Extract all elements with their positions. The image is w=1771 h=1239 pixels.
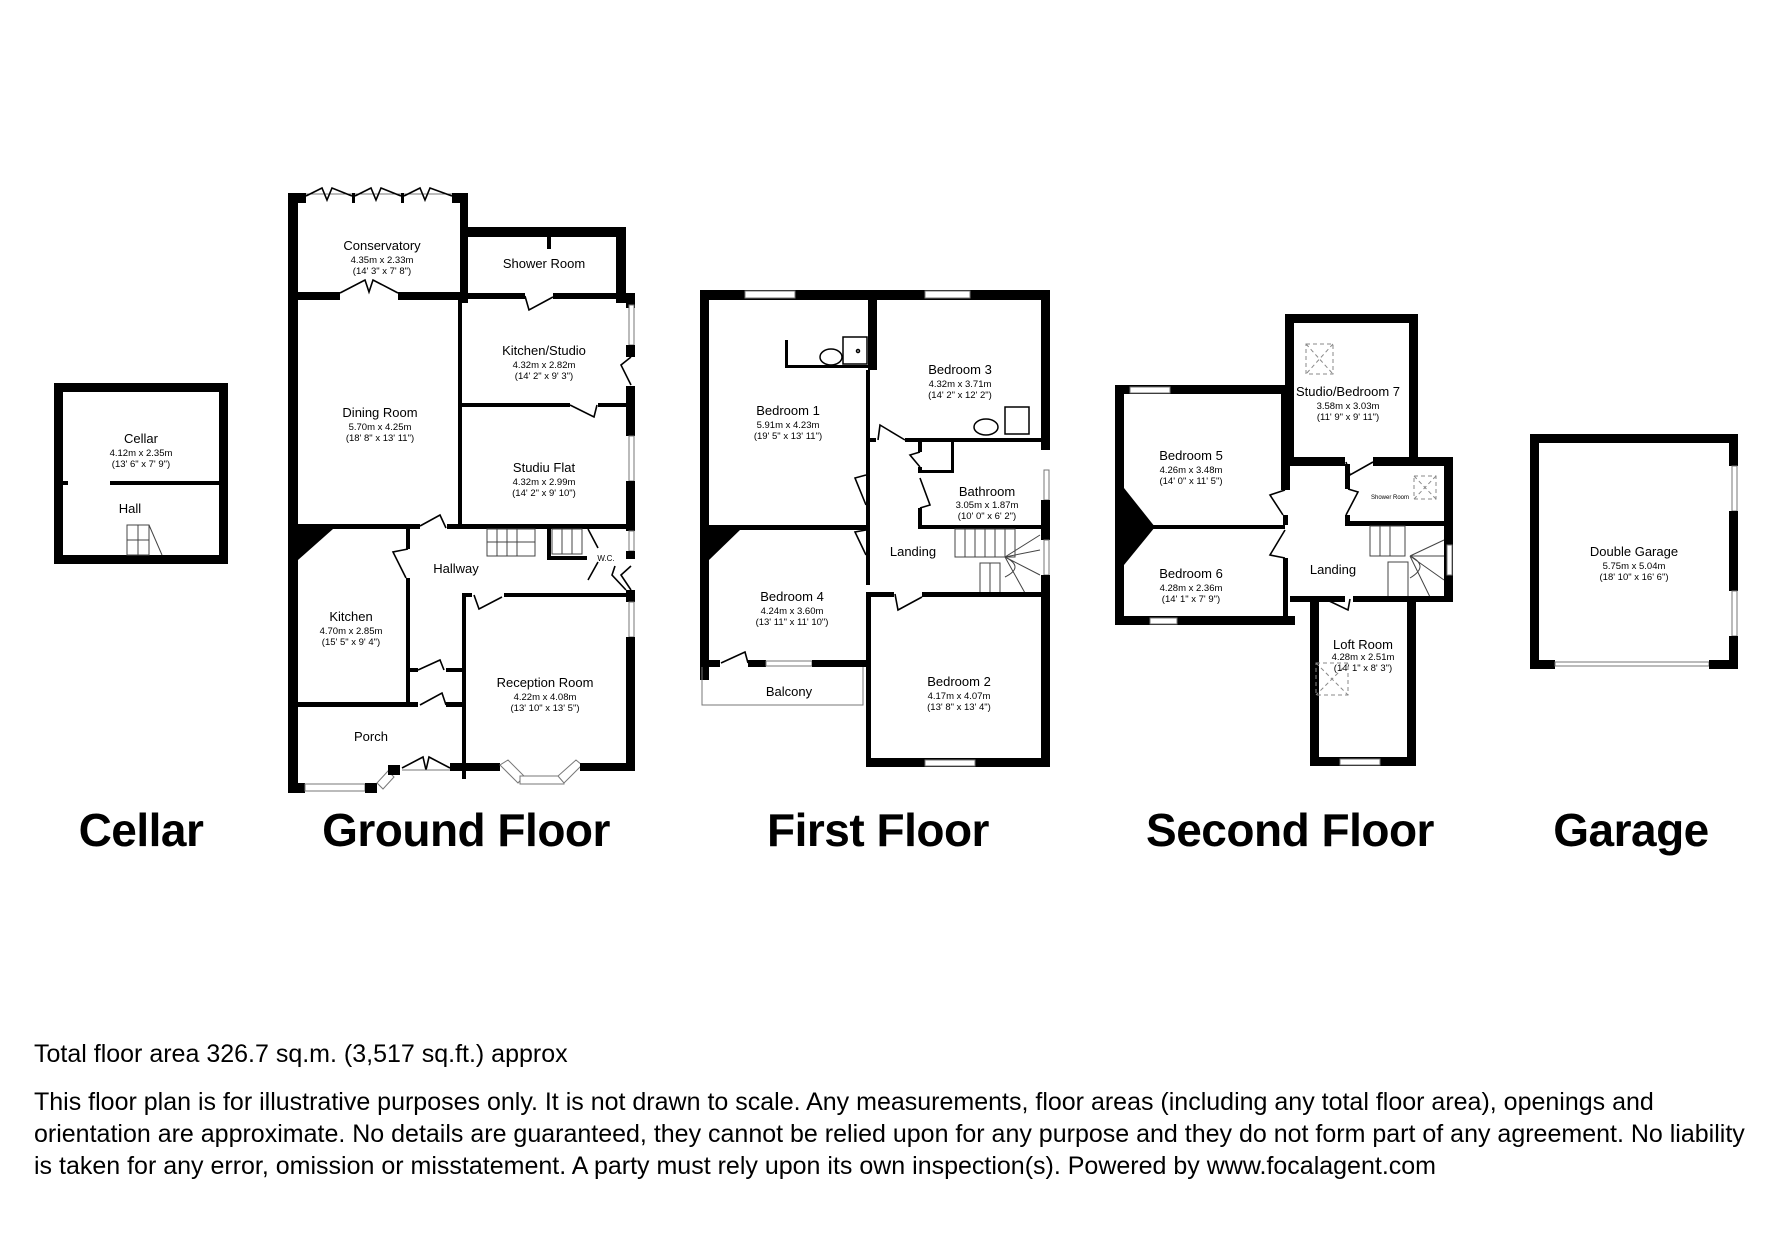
floor-title-garage: Garage xyxy=(1553,804,1709,856)
toilet-icon xyxy=(973,418,999,436)
room-kitchen-studio-metric: 4.32m x 2.82m xyxy=(513,360,576,371)
room-studio-bedroom7-imperial: (11' 9" x 9' 11") xyxy=(1317,412,1379,423)
room-bedroom4-name: Bedroom 4 xyxy=(760,589,824,604)
room-bedroom5-metric: 4.26m x 3.48m xyxy=(1160,465,1223,476)
room-porch-name: Porch xyxy=(354,729,388,744)
room-reception-room-metric: 4.22m x 4.08m xyxy=(514,692,577,703)
skylight-icon xyxy=(1305,343,1334,375)
room-bathroom-metric: 3.05m x 1.87m xyxy=(956,500,1019,511)
room-bedroom1-name: Bedroom 1 xyxy=(756,403,820,418)
stairs-icon xyxy=(486,528,583,557)
room-studiu-flat-metric: 4.32m x 2.99m xyxy=(513,477,576,488)
room-bathroom-name: Bathroom xyxy=(959,484,1015,499)
room-hallway-name: Hallway xyxy=(433,561,479,576)
room-double-garage-name: Double Garage xyxy=(1590,544,1678,559)
room-loft-room-imperial: (14' 1" x 8' 3") xyxy=(1334,663,1392,674)
skylight-icon xyxy=(1315,662,1349,696)
room-bedroom5-name: Bedroom 5 xyxy=(1159,448,1223,463)
room-shower-room-second-name: Shower Room xyxy=(1371,495,1409,501)
room-balcony-name: Balcony xyxy=(766,684,813,699)
floor-title-ground-floor: Ground Floor xyxy=(322,804,610,856)
room-reception-room-imperial: (13' 10" x 13' 5") xyxy=(511,703,580,714)
room-dining-room-name: Dining Room xyxy=(342,405,417,420)
room-studiu-flat-name: Studiu Flat xyxy=(513,460,576,475)
toilet-icon xyxy=(819,348,843,366)
room-double-garage-imperial: (18' 10" x 16' 6") xyxy=(1600,572,1669,583)
room-bedroom1-metric: 5.91m x 4.23m xyxy=(757,420,820,431)
room-kitchen-studio-imperial: (14' 2" x 9' 3") xyxy=(515,371,573,382)
room-loft-room-name: Loft Room xyxy=(1333,637,1393,652)
room-shower-room-ground-name: Shower Room xyxy=(503,256,585,271)
ground-floor-plan: W.C. Conservatory 4.35m x 2.33m (14' 3" … xyxy=(288,186,635,793)
room-bedroom1-imperial: (19' 5" x 13' 11") xyxy=(754,431,822,442)
room-cellar-metric: 4.12m x 2.35m xyxy=(110,448,173,459)
room-studio-bedroom7-name: Studio/Bedroom 7 xyxy=(1296,384,1400,399)
room-studiu-flat-imperial: (14' 2" x 9' 10") xyxy=(512,488,576,499)
stairs-icon xyxy=(126,524,163,556)
room-bedroom3-metric: 4.32m x 3.71m xyxy=(929,379,992,390)
room-wc-name: W.C. xyxy=(597,554,614,563)
room-bedroom6-metric: 4.28m x 2.36m xyxy=(1160,583,1223,594)
stairs-icon xyxy=(954,528,1041,594)
room-bedroom4-metric: 4.24m x 3.60m xyxy=(761,606,824,617)
room-bedroom2-metric: 4.17m x 4.07m xyxy=(928,691,991,702)
garage-plan: Double Garage 5.75m x 5.04m (18' 10" x 1… xyxy=(1530,434,1738,669)
room-cellar-imperial: (13' 6" x 7' 9") xyxy=(112,459,170,470)
floor-title-second-floor: Second Floor xyxy=(1146,804,1434,856)
room-conservatory-metric: 4.35m x 2.33m xyxy=(351,255,414,266)
room-conservatory-imperial: (14' 3" x 7' 8") xyxy=(353,266,411,277)
room-bedroom2-name: Bedroom 2 xyxy=(927,674,991,689)
room-bedroom4-imperial: (13' 11" x 11' 10") xyxy=(756,617,829,628)
room-double-garage-metric: 5.75m x 5.04m xyxy=(1603,561,1666,572)
room-cellar-hall-name: Hall xyxy=(119,501,142,516)
room-bedroom6-imperial: (14' 1" x 7' 9") xyxy=(1162,594,1220,605)
room-loft-room-metric: 4.28m x 2.51m xyxy=(1332,652,1395,663)
floor-plan-drawing: Cellar 4.12m x 2.35m (13' 6" x 7' 9") Ha… xyxy=(54,186,1738,793)
room-landing-second-name: Landing xyxy=(1310,562,1356,577)
skylight-icon xyxy=(1413,475,1437,500)
room-kitchen-imperial: (15' 5" x 9' 4") xyxy=(322,637,380,648)
room-kitchen-studio-name: Kitchen/Studio xyxy=(502,343,586,358)
room-bedroom3-name: Bedroom 3 xyxy=(928,362,992,377)
total-floor-area: Total floor area 326.7 sq.m. (3,517 sq.f… xyxy=(34,1040,568,1068)
room-dining-room-metric: 5.70m x 4.25m xyxy=(349,422,412,433)
room-bedroom6-name: Bedroom 6 xyxy=(1159,566,1223,581)
floor-title-first-floor: First Floor xyxy=(767,804,989,856)
room-bedroom3-imperial: (14' 2" x 12' 2") xyxy=(928,390,992,401)
room-reception-room-name: Reception Room xyxy=(497,675,594,690)
room-bedroom2-imperial: (13' 8" x 13' 4") xyxy=(927,702,991,713)
room-dining-room-imperial: (18' 8" x 13' 11") xyxy=(346,433,414,444)
second-floor-plan: Shower Room Studio/Bedroom 7 3.58m x 3.0… xyxy=(1115,314,1453,766)
room-bathroom-imperial: (10' 0" x 6' 2") xyxy=(958,511,1016,522)
disclaimer-text: This floor plan is for illustrative purp… xyxy=(34,1088,1745,1180)
room-cellar-name: Cellar xyxy=(124,431,159,446)
first-floor-plan: Bedroom 1 5.91m x 4.23m (19' 5" x 13' 11… xyxy=(700,290,1050,767)
cellar-plan: Cellar 4.12m x 2.35m (13' 6" x 7' 9") Ha… xyxy=(54,383,228,564)
room-landing-first-name: Landing xyxy=(890,544,936,559)
room-bedroom5-imperial: (14' 0" x 11' 5") xyxy=(1159,476,1222,487)
room-kitchen-name: Kitchen xyxy=(329,609,372,624)
room-studio-bedroom7-metric: 3.58m x 3.03m xyxy=(1317,401,1380,412)
stairs-icon xyxy=(1369,525,1445,598)
floor-title-cellar: Cellar xyxy=(78,804,204,856)
room-kitchen-metric: 4.70m x 2.85m xyxy=(320,626,383,637)
room-conservatory-name: Conservatory xyxy=(343,238,421,253)
shower-tray-icon xyxy=(1004,406,1030,435)
shower-tray-icon xyxy=(842,336,868,365)
